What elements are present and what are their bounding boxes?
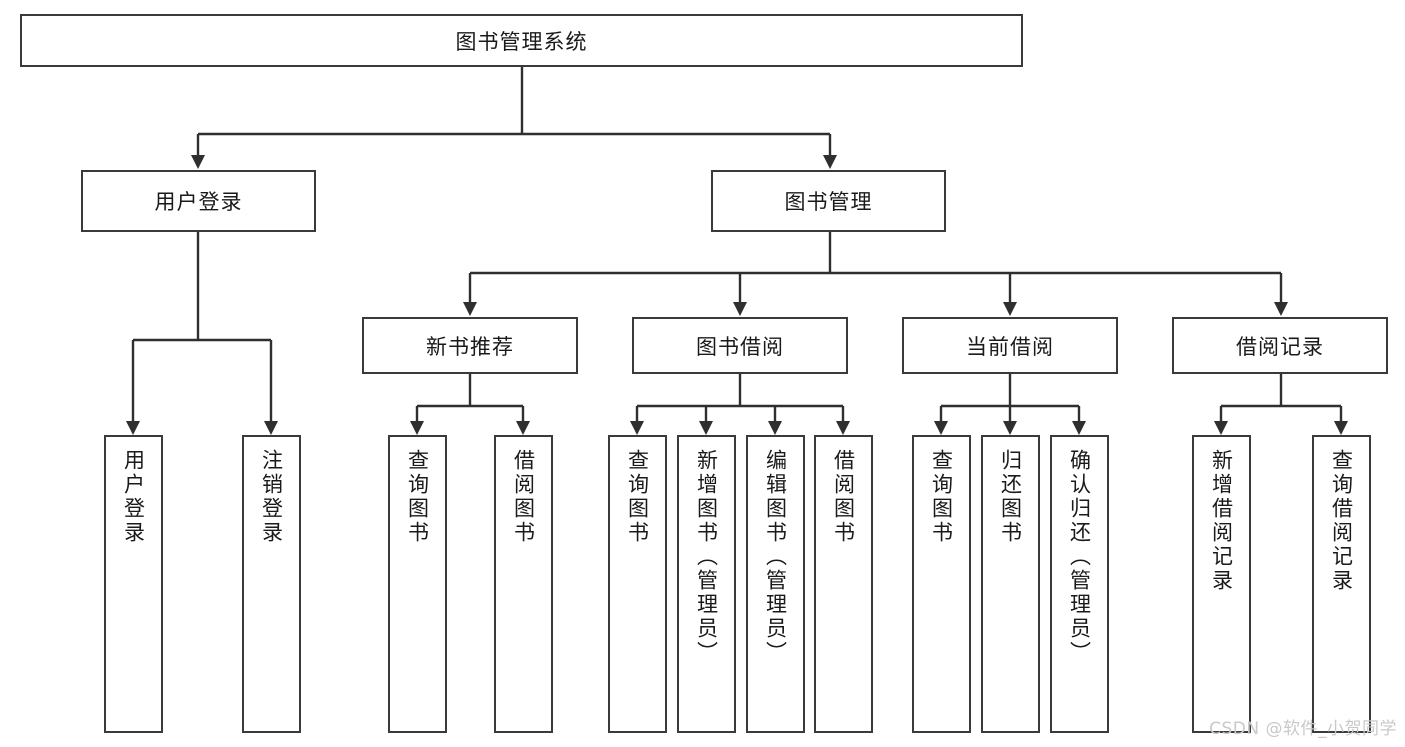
node-root-label: 图书管理系统 [455, 29, 588, 54]
node-leaf-query-record-label: 查询借阅记录 [1329, 449, 1354, 593]
node-leaf-user-login-label: 用户登录 [121, 449, 146, 545]
node-leaf-borrow-book-1-label: 借阅图书 [511, 449, 536, 545]
node-leaf-edit-book[interactable]: 编辑图书（管理员） [746, 435, 805, 733]
node-leaf-edit-book-label: 编辑图书（管理员） [763, 449, 788, 665]
node-leaf-borrow-book-1[interactable]: 借阅图书 [494, 435, 553, 733]
node-leaf-borrow-book-2[interactable]: 借阅图书 [814, 435, 873, 733]
node-leaf-confirm-return-label: 确认归还（管理员） [1067, 449, 1092, 665]
node-leaf-user-login[interactable]: 用户登录 [104, 435, 163, 733]
node-book-manage[interactable]: 图书管理 [711, 170, 946, 232]
node-book-borrow[interactable]: 图书借阅 [632, 317, 848, 374]
node-leaf-borrow-book-2-label: 借阅图书 [831, 449, 856, 545]
node-leaf-add-record-label: 新增借阅记录 [1209, 449, 1234, 593]
node-leaf-return-book[interactable]: 归还图书 [981, 435, 1040, 733]
node-new-book-rec[interactable]: 新书推荐 [362, 317, 578, 374]
node-borrow-record-label: 借阅记录 [1236, 334, 1324, 359]
node-leaf-add-book[interactable]: 新增图书（管理员） [677, 435, 736, 733]
node-leaf-query-book-3[interactable]: 查询图书 [912, 435, 971, 733]
node-leaf-add-book-label: 新增图书（管理员） [694, 449, 719, 665]
node-book-borrow-label: 图书借阅 [696, 334, 784, 359]
watermark: CSDN @软件_小贺同学 [1209, 719, 1397, 739]
node-leaf-return-book-label: 归还图书 [998, 449, 1023, 545]
node-book-manage-label: 图书管理 [784, 190, 873, 214]
node-leaf-query-book-1-label: 查询图书 [405, 449, 430, 545]
node-leaf-query-book-2[interactable]: 查询图书 [608, 435, 667, 733]
node-current-borrow-label: 当前借阅 [966, 334, 1054, 359]
node-borrow-record[interactable]: 借阅记录 [1172, 317, 1388, 374]
node-leaf-add-record[interactable]: 新增借阅记录 [1192, 435, 1251, 733]
node-leaf-query-record[interactable]: 查询借阅记录 [1312, 435, 1371, 733]
node-new-book-rec-label: 新书推荐 [426, 334, 514, 359]
node-leaf-query-book-1[interactable]: 查询图书 [388, 435, 447, 733]
node-leaf-query-book-3-label: 查询图书 [929, 449, 954, 545]
node-leaf-logout-label: 注销登录 [259, 449, 284, 545]
node-root[interactable]: 图书管理系统 [20, 14, 1023, 67]
node-leaf-logout[interactable]: 注销登录 [242, 435, 301, 733]
node-user-login[interactable]: 用户登录 [81, 170, 316, 232]
node-leaf-query-book-2-label: 查询图书 [625, 449, 650, 545]
node-current-borrow[interactable]: 当前借阅 [902, 317, 1118, 374]
node-user-login-label: 用户登录 [154, 190, 243, 214]
node-leaf-confirm-return[interactable]: 确认归还（管理员） [1050, 435, 1109, 733]
